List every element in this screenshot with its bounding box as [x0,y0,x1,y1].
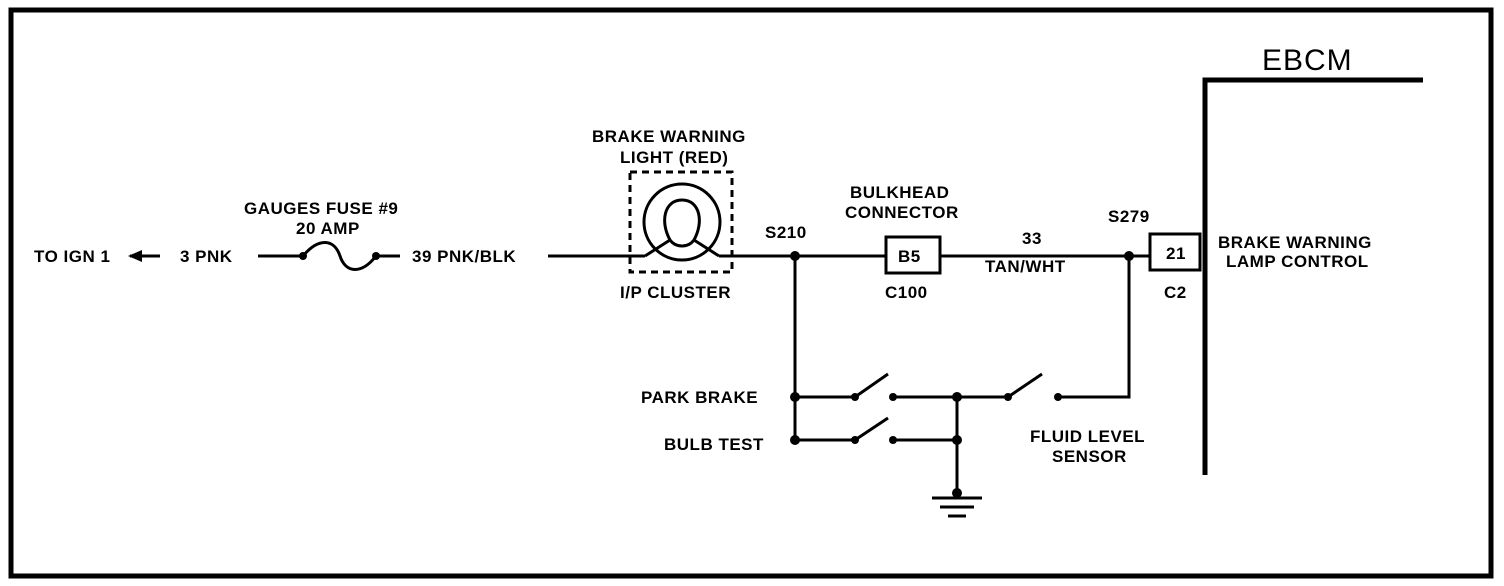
connector-b5 [884,235,942,275]
connector-pin-21 [1148,232,1202,272]
connector-c2-label: C2 [1164,283,1187,302]
cluster-label: I/P CLUSTER [620,283,731,302]
lamp-control-line1: BRAKE WARNING [1218,233,1372,252]
ground-icon [932,496,982,518]
bulb-test-switch-blade [854,416,889,442]
frame [8,7,1494,579]
park-brake-label: PARK BRAKE [641,388,758,407]
cluster-dashed-box [628,170,734,274]
bulb-icon [642,182,722,262]
fluid-switch-wire-right [1058,256,1131,399]
wire-33-color-label: TAN/WHT [985,257,1066,276]
light-label-line2: LIGHT (RED) [620,148,728,167]
ebcm-label: EBCM [1262,44,1353,77]
park-brake-switch-blade [854,372,889,399]
fluid-switch-blade [1007,372,1043,399]
ign-arrow-head [128,250,142,262]
pin-21-label: 21 [1166,244,1186,263]
fluid-label-line2: SENSOR [1052,447,1127,466]
ebcm-outline [1202,77,1423,475]
fuse-name-label: GAUGES FUSE #9 [244,199,398,218]
fuse-element [301,241,378,271]
wire-33-label: 33 [1022,229,1042,248]
bulb-filament [644,198,720,258]
wire-3-label: 3 PNK [180,247,233,266]
splice-s279-label: S279 [1108,207,1150,226]
bulkhead-label-line1: BULKHEAD [850,183,949,202]
fluid-label-line1: FLUID LEVEL [1030,427,1145,446]
lamp-control-line2: LAMP CONTROL [1226,252,1369,271]
splice-s210-label: S210 [765,223,807,242]
pin-b5-label: B5 [898,247,921,266]
bulb-test-label: BULB TEST [664,435,764,454]
wire-39-label: 39 PNK/BLK [412,247,516,266]
bulkhead-label-line2: CONNECTOR [845,203,959,222]
fuse-rating-label: 20 AMP [296,219,360,238]
connector-c100-label: C100 [885,283,928,302]
ground-node [952,488,962,498]
to-ign-label: TO IGN 1 [34,247,110,266]
light-label-line1: BRAKE WARNING [592,127,746,146]
